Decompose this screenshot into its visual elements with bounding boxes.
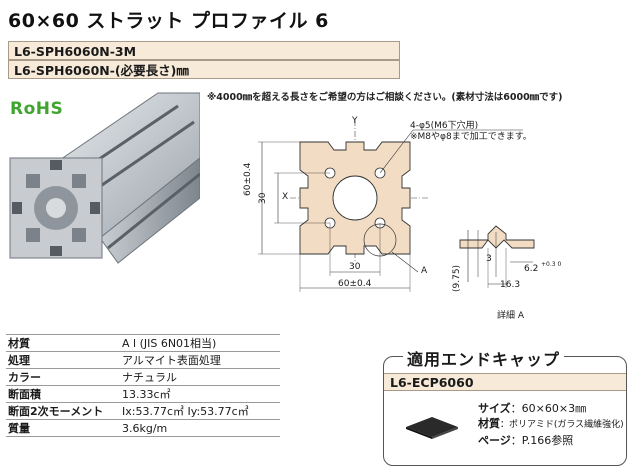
spec-key: 材質 [6, 334, 120, 352]
spec-value: ナチュラル [120, 368, 280, 386]
spec-key: カラー [6, 368, 120, 386]
rohs-logo: RoHS [10, 99, 64, 119]
spec-row: カラーナチュラル [6, 368, 280, 386]
detail-slot-depth: (9.75) [452, 264, 462, 292]
spec-key: 質量 [6, 419, 120, 437]
material-value: ：ポリアミド(ガラス繊維強化) [500, 420, 624, 430]
size-label: サイズ [478, 402, 511, 415]
end-cap-image [406, 417, 458, 439]
detail-lip: 3 [486, 254, 492, 264]
hole-note: 4-φ5(M6下穴用) [410, 121, 479, 131]
dim-inner-vertical: 30 [258, 192, 268, 204]
detail-opening: 6.2 [524, 264, 539, 274]
page-value: ：P.166参照 [510, 434, 574, 447]
spec-value: Ix:53.77c㎥ Iy:53.77c㎥ [120, 402, 280, 420]
material-label: 材質 [478, 417, 500, 430]
size-value: ：60×60×3㎜ [510, 402, 587, 415]
cross-section-drawing [258, 120, 535, 292]
page-title: 60×60 ストラット プロファイル 6 [8, 10, 329, 32]
spec-value: 13.33c㎡ [120, 385, 280, 403]
part-number-custom: L6-SPH6060N-(必要長さ)㎜ [8, 60, 400, 79]
detail-opening-tol: +0.3 0 [541, 261, 562, 268]
spec-value: 3.6kg/m [120, 419, 280, 437]
dim-height: 60±0.4 [243, 162, 253, 196]
length-note: ※4000㎜を超える長さをご希望の方はご相談ください。(素材寸法は6000㎜です… [207, 92, 563, 103]
end-cap-heading: 適用エンドキャップ [403, 346, 565, 370]
spec-value: アルマイト表面処理 [120, 351, 280, 369]
y-axis-label: Y [352, 116, 358, 126]
spec-value: A l (JIS 6N01相当) [120, 334, 280, 352]
spec-key: 断面2次モーメント [6, 402, 120, 420]
x-axis-label: X [282, 192, 289, 202]
dim-width: 60±0.4 [338, 279, 372, 289]
spec-row: 処理アルマイト表面処理 [6, 351, 280, 369]
spec-key: 断面積 [6, 385, 120, 403]
page-label: ページ [478, 434, 511, 447]
end-cap-part-number: L6-ECP6060 [384, 373, 626, 391]
dim-inner-horizontal: 30 [349, 262, 361, 272]
detail-caption: 詳細 A [497, 311, 525, 321]
end-cap-info: サイズ：60×60×3㎜ 材質：ポリアミド(ガラス繊維強化) ページ：P.166… [478, 401, 624, 448]
detail-marker: A [421, 266, 428, 276]
hole-note-extra: ※M8やφ8まで加工できます。 [410, 132, 532, 142]
part-number-3m: L6-SPH6060N-3M [8, 41, 400, 60]
spec-key: 処理 [6, 351, 120, 369]
detail-width: 16.3 [500, 280, 521, 290]
profile-photo [9, 92, 200, 264]
